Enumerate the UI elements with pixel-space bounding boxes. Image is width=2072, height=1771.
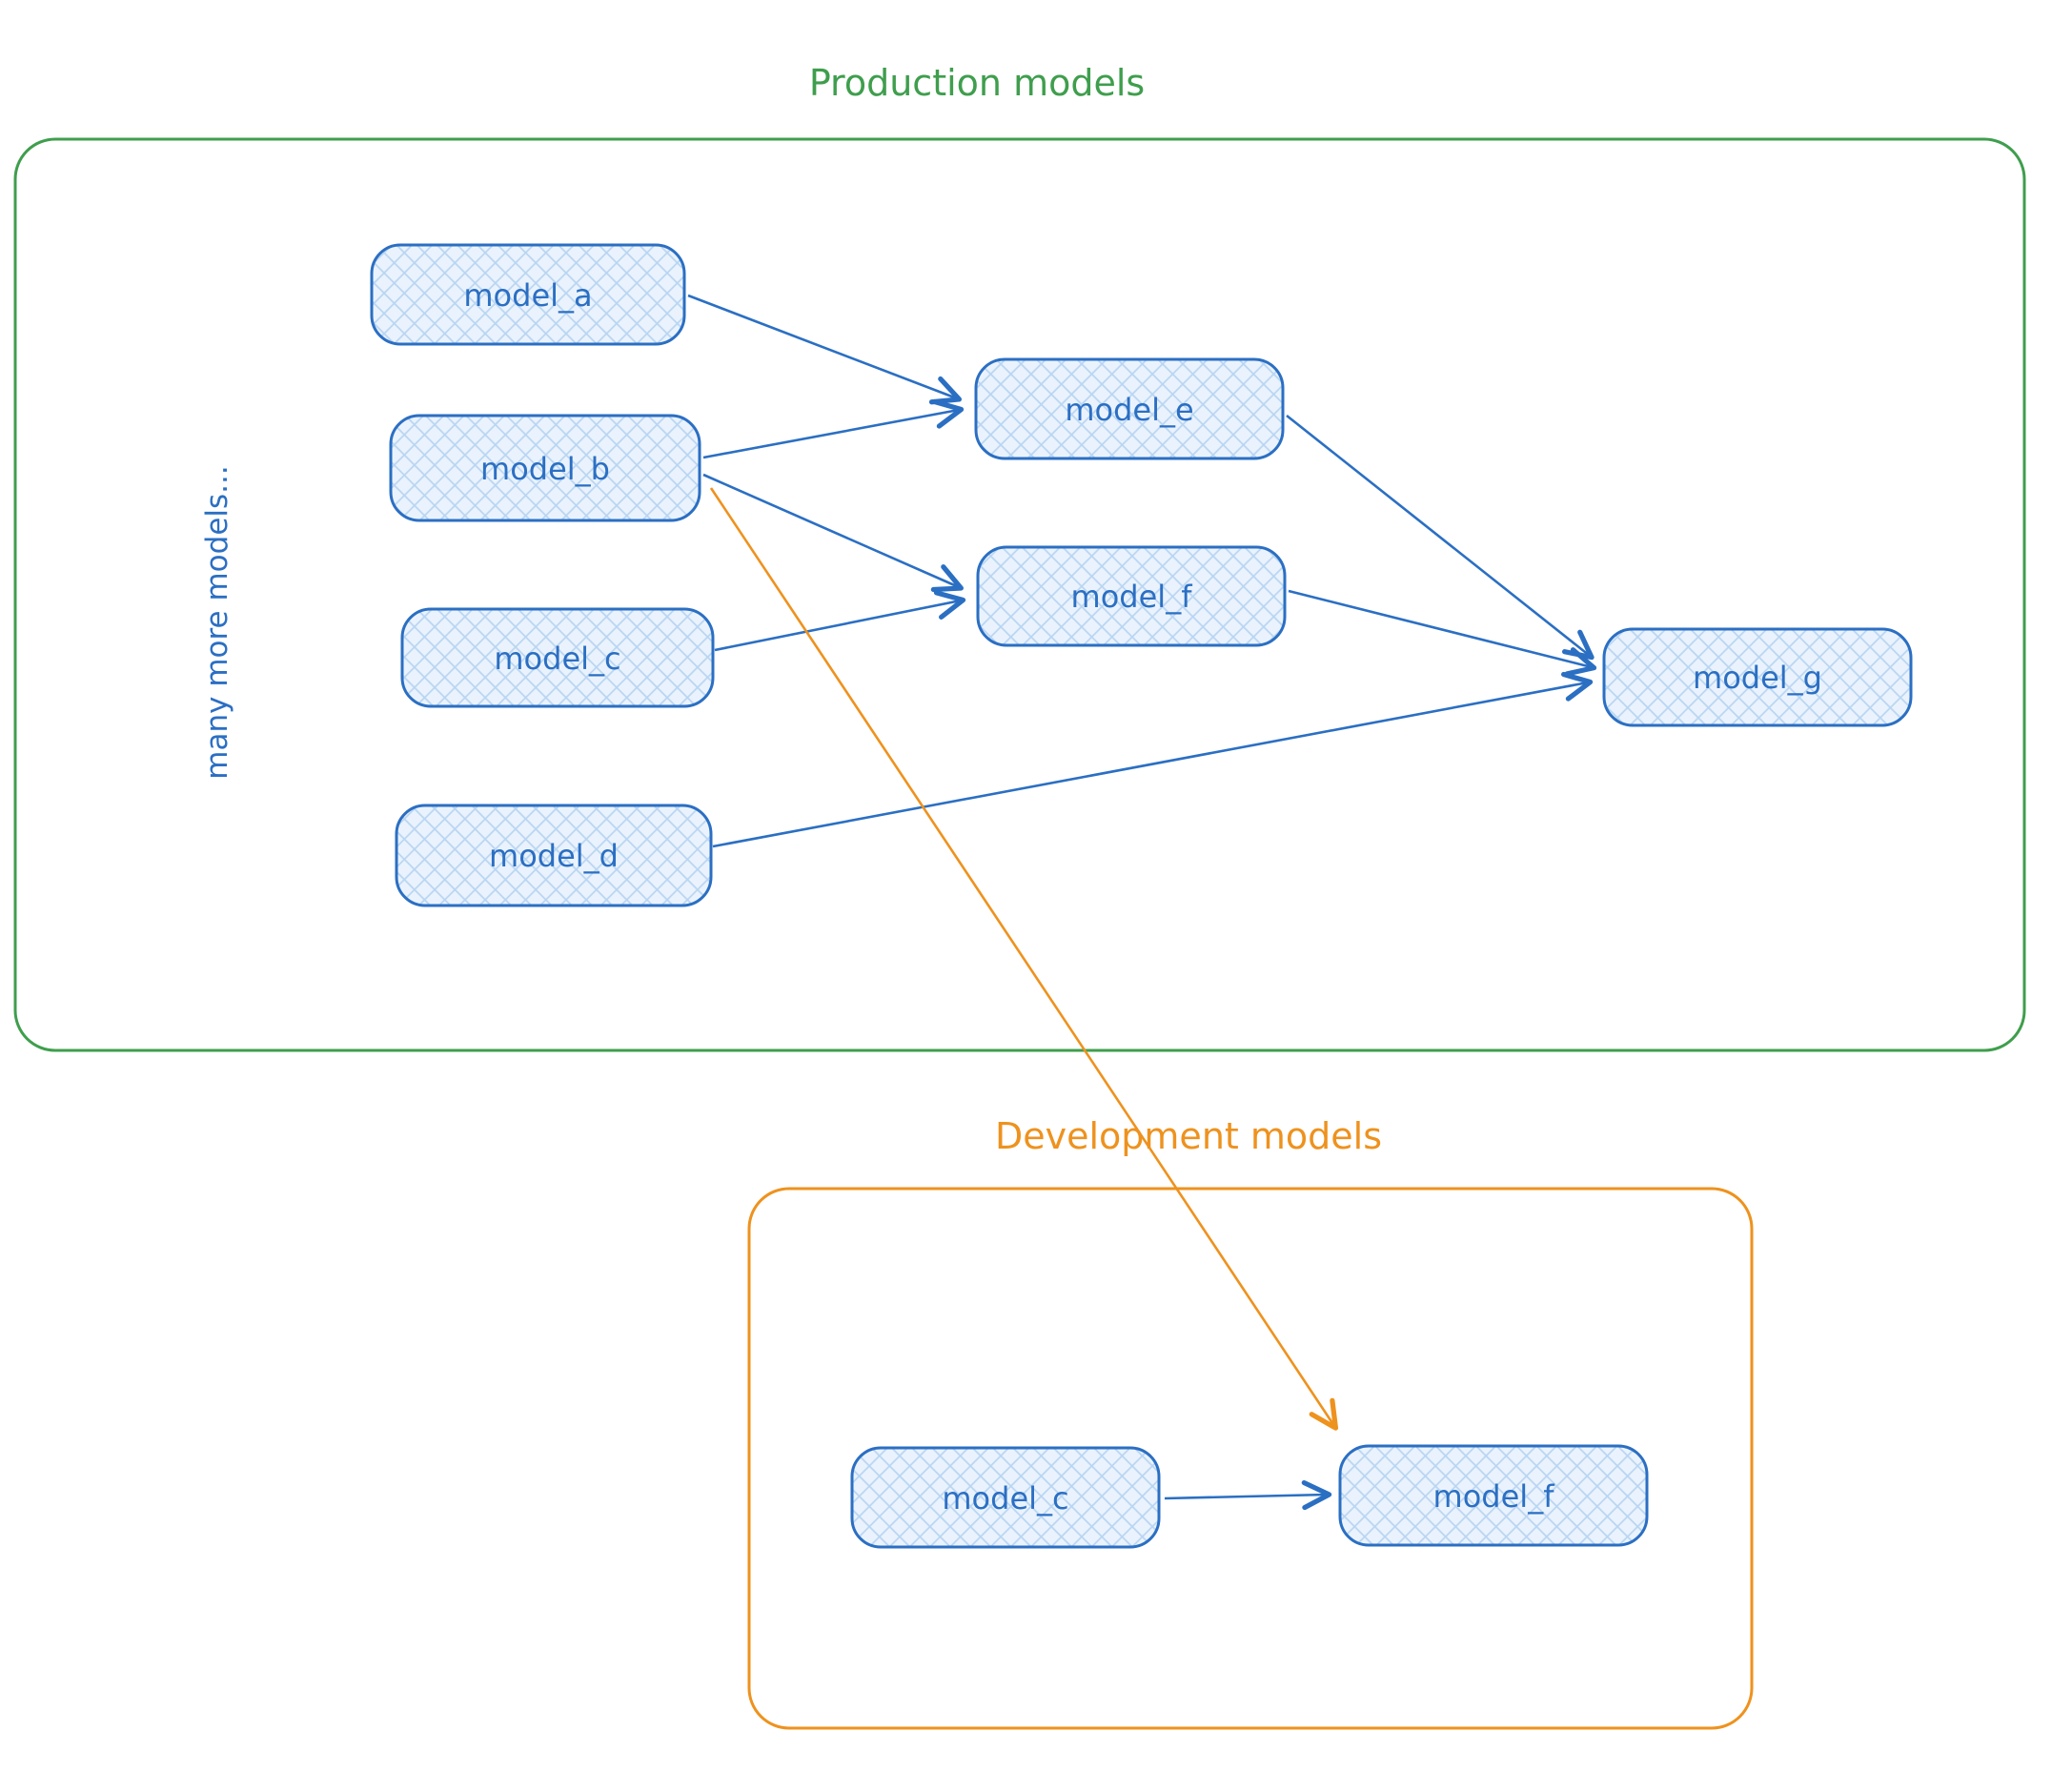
node-production-model-b: model_b	[389, 414, 701, 522]
node-production-model-b-box	[389, 414, 701, 522]
production-group-box	[13, 137, 2026, 1052]
node-production-model-f-box	[976, 545, 1287, 647]
node-production-model-b-label: model_b	[480, 451, 610, 487]
node-development-model-c-box	[850, 1446, 1161, 1549]
node-production-model-c: model_c	[400, 607, 715, 708]
production-group-title: Production models	[809, 62, 1145, 104]
edge-model-a-to-model-e	[687, 294, 963, 405]
node-production-model-c-label: model_c	[494, 641, 620, 677]
node-production-model-a-label: model_a	[463, 277, 592, 314]
node-production-model-c-box	[400, 607, 715, 708]
many-more-models-note: many more models...	[200, 465, 234, 779]
edge-dev-model-c-to-dev-model-f	[1164, 1479, 1332, 1511]
node-production-model-e: model_e	[974, 357, 1285, 460]
node-development-model-f: model_f	[1338, 1444, 1649, 1547]
node-production-model-g-box	[1602, 627, 1913, 727]
node-production-model-g: model_g	[1602, 627, 1913, 727]
node-development-model-f-label: model_f	[1433, 1478, 1555, 1515]
edge-model-d-to-model-g	[712, 671, 1594, 848]
node-production-model-f-label: model_f	[1071, 579, 1193, 615]
node-development-model-c-label: model_c	[942, 1480, 1068, 1517]
node-production-model-a: model_a	[370, 243, 686, 346]
node-production-model-d-box	[395, 804, 713, 907]
edge-model-b-to-model-f	[702, 473, 964, 593]
node-production-model-f: model_f	[976, 545, 1287, 647]
node-production-model-e-label: model_e	[1065, 392, 1193, 428]
edge-model-c-to-model-f	[714, 590, 966, 652]
edge-model-b-to-model-e	[702, 398, 965, 459]
node-production-model-a-box	[370, 243, 686, 346]
node-development-model-f-box	[1338, 1444, 1649, 1547]
node-production-model-d-label: model_d	[489, 838, 619, 874]
node-production-model-d: model_d	[395, 804, 713, 907]
edge-model-e-to-model-g	[1286, 414, 1595, 661]
edge-model-b-to-dev-model-f	[709, 487, 1339, 1431]
development-group-title: Development models	[995, 1115, 1382, 1157]
development-group-box	[747, 1187, 1754, 1730]
edge-model-f-to-model-g	[1288, 589, 1597, 677]
node-production-model-g-label: model_g	[1693, 660, 1822, 696]
node-production-model-e-box	[974, 357, 1285, 460]
node-development-model-c: model_c	[850, 1446, 1161, 1549]
